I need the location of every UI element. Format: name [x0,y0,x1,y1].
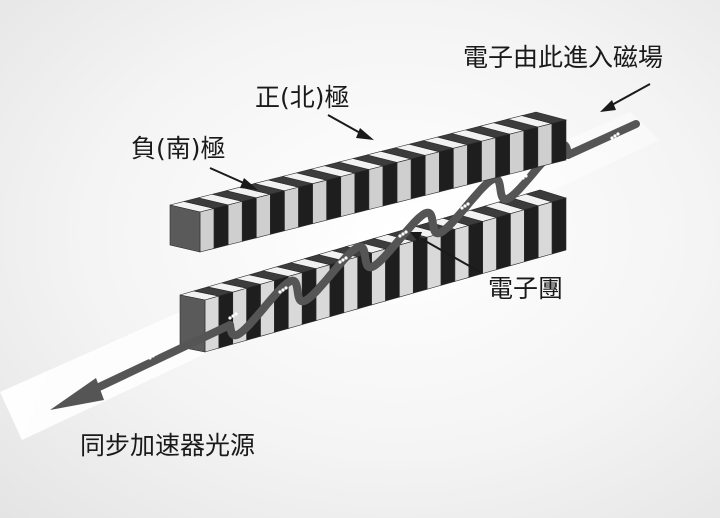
magnet-front-dark [523,126,539,172]
magnet-front-dark [439,147,454,193]
magnet-front-dark [213,204,229,249]
south-pole-label: 負(南)極 [131,134,226,163]
magnet-front-dark [467,140,482,186]
magnet-front-dark [354,169,370,214]
magnet-front-light [510,209,525,267]
electron-dot [338,260,342,264]
magnet-front-light [454,225,470,282]
exit-arrowhead [50,378,104,410]
magnet-front-dark [218,291,234,349]
magnet-front-dark [551,119,567,164]
pointer-arrows [209,83,651,273]
magnet-end-face [169,204,201,253]
electron-entry-label: 電子由此進入磁場 [463,43,664,72]
magnet-front-light [204,295,220,353]
electron-dot [404,230,408,234]
magnet-front-light [396,158,412,203]
electron-dot [148,356,152,360]
magnet-front-light [312,179,327,225]
magnet-front-light [199,208,215,253]
magnet-front-dark [495,133,510,179]
magnet-front-light [482,217,497,274]
pointer-bunch [419,237,481,273]
electron-dot [344,256,348,260]
electron-dot [401,232,405,236]
electron-dot [284,286,288,290]
magnet-front-dark [326,176,342,221]
electron-trajectory [50,120,640,410]
magnet-front-dark [410,154,426,200]
magnet-front-dark [298,183,313,228]
magnet-front-light [424,151,440,196]
electron-dot [518,178,522,182]
lower-magnet-array [179,189,568,353]
magnet-front-light [453,144,468,189]
electron-dots [148,132,620,360]
magnet-front-light [537,201,553,259]
magnet-front-light [481,137,496,182]
exit-beam [76,321,234,400]
magnet-front-light [537,123,553,168]
pointer-north [327,114,363,135]
magnet-front-dark [496,213,511,271]
magnet-front-light [399,240,414,298]
electron-dot [341,258,345,262]
electron-dot [463,204,467,208]
magnet-front-dark [270,190,285,235]
magnet-front-dark [412,236,428,294]
magnet-front-light [343,256,359,314]
electron-dot [460,206,464,210]
pointer-south [209,167,247,185]
electron-dot [281,288,285,292]
electron-dot [231,314,235,318]
electron-dot [610,136,614,140]
pointer-entry [609,83,651,107]
upper-magnet-array [169,111,568,253]
magnet-front-light [256,193,271,239]
magnet-front-light [509,130,525,175]
upper-magnet-front [169,119,567,253]
electron-dot [234,312,238,316]
lower-magnet-front [179,197,567,353]
light-source-label: 同步加速器光源 [80,431,256,460]
electron-dot [278,290,282,294]
electron-dot [154,352,158,356]
electron-dot [521,176,525,180]
entry-beam [564,120,640,159]
magnet-front-light [284,186,299,232]
wiggle-path [226,140,572,340]
north-pole-label: 正(北)極 [255,83,350,112]
electron-dot [398,234,402,238]
magnet-front-dark [382,162,398,207]
magnet-front-light [227,200,243,246]
magnet-front-light [340,172,356,218]
magnet-front-light [426,232,442,290]
electron-bunch-label: 電子團 [488,274,564,303]
magnet-front-dark [551,197,567,255]
magnet-front-dark [241,197,257,242]
electron-dot [151,354,155,358]
electron-dot [613,134,617,138]
magnet-front-dark [524,205,539,263]
electron-dot [524,174,528,178]
electron-dot [616,132,620,136]
electron-dot [466,202,470,206]
electron-dot [228,316,232,320]
magnet-front-light [368,165,384,210]
